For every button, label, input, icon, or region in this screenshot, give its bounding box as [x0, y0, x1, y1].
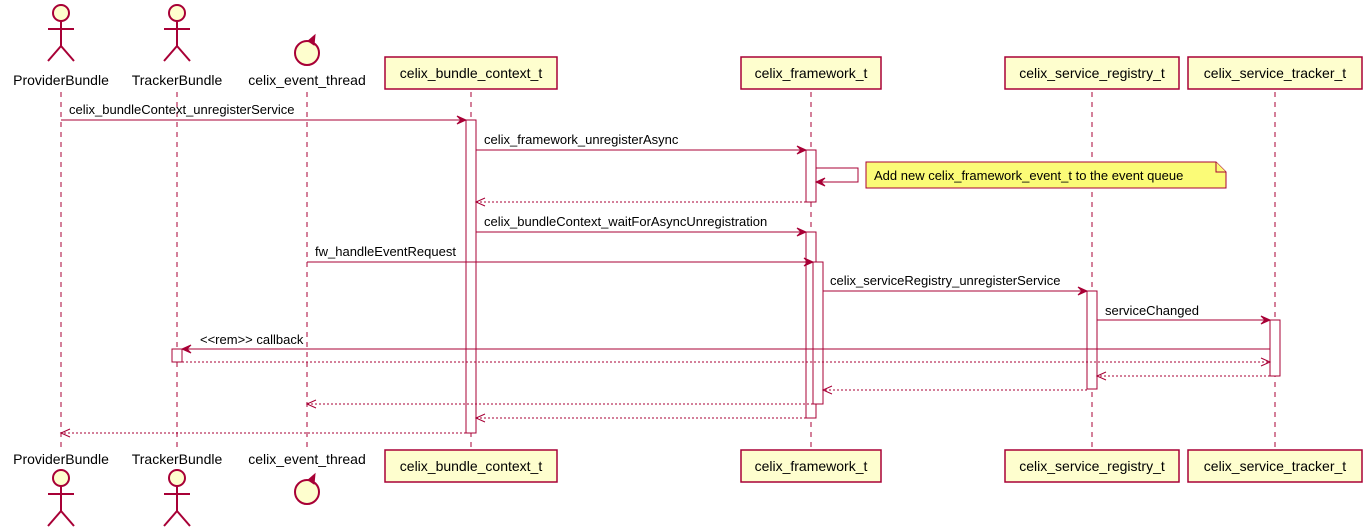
- control-icon: [294, 33, 320, 66]
- participant-box: [1187, 56, 1363, 90]
- return-message-12: [305, 399, 813, 409]
- return-message-10: [1095, 371, 1270, 381]
- participant-event_thread-top: celix_event_thread: [248, 33, 366, 88]
- actor-icon: [163, 4, 191, 62]
- control-icon: [294, 472, 320, 505]
- participant-label: ProviderBundle: [13, 451, 109, 467]
- participant-label: celix_bundle_context_t: [400, 458, 543, 474]
- participant-registry-top: celix_service_registry_t: [1004, 56, 1180, 90]
- actor-icon: [163, 469, 191, 527]
- message-label: celix_framework_unregisterAsync: [484, 132, 679, 147]
- participant-bundle_ctx-bottom: celix_bundle_context_t: [384, 449, 558, 483]
- participant-box: [1187, 449, 1363, 483]
- message-8: <<rem>> callback: [180, 332, 1270, 354]
- activation-bar: [171, 348, 183, 363]
- messages: celix_bundleContext_unregisterServicecel…: [59, 102, 1272, 438]
- message-label: fw_handleEventRequest: [315, 244, 456, 259]
- note: Add new celix_framework_event_t to the e…: [865, 161, 1227, 189]
- message-5: fw_handleEventRequest: [307, 244, 815, 267]
- actor-icon: [47, 4, 75, 62]
- participant-svc_tracker-bottom: celix_service_tracker_t: [1187, 449, 1363, 483]
- participant-box: [740, 56, 882, 90]
- participant-tracker-bottom: TrackerBundle: [132, 451, 223, 527]
- return-message-9: [182, 357, 1272, 367]
- participant-label: TrackerBundle: [132, 451, 223, 467]
- participant-label: ProviderBundle: [13, 72, 109, 88]
- participant-box: [384, 449, 558, 483]
- activation-bar: [1269, 319, 1281, 377]
- activation-bar: [805, 149, 817, 203]
- participant-event_thread-bottom: celix_event_thread: [248, 451, 366, 505]
- participant-label: celix_service_tracker_t: [1204, 458, 1346, 474]
- participant-label: celix_service_tracker_t: [1204, 65, 1346, 81]
- message-label: celix_serviceRegistry_unregisterService: [830, 273, 1060, 288]
- note-box: [865, 161, 1227, 189]
- message-6: celix_serviceRegistry_unregisterService: [823, 273, 1089, 296]
- activation-bars: [171, 119, 1281, 434]
- participant-heads-top: ProviderBundle TrackerBundle celix_event_t…: [13, 4, 1363, 90]
- participant-tracker-top: TrackerBundle: [132, 4, 223, 88]
- message-1: celix_framework_unregisterAsync: [476, 132, 808, 155]
- participant-svc_tracker-top: celix_service_tracker_t: [1187, 56, 1363, 90]
- participant-provider-bottom: ProviderBundle: [13, 451, 109, 527]
- participant-label: celix_event_thread: [248, 72, 366, 88]
- return-message-11: [821, 385, 1087, 395]
- message-4: celix_bundleContext_waitForAsyncUnregist…: [476, 214, 808, 237]
- participant-framework-bottom: celix_framework_t: [740, 449, 882, 483]
- participant-label: celix_event_thread: [248, 451, 366, 467]
- return-message-14: [59, 428, 466, 438]
- return-message-3: [474, 197, 806, 207]
- participant-label: celix_framework_t: [755, 65, 868, 81]
- participant-box: [740, 449, 882, 483]
- message-label: celix_bundleContext_waitForAsyncUnregist…: [484, 214, 767, 229]
- message-7: serviceChanged: [1097, 303, 1272, 325]
- participant-box: [1004, 449, 1180, 483]
- participant-bundle_ctx-top: celix_bundle_context_t: [384, 56, 558, 90]
- participant-box: [1004, 56, 1180, 90]
- activation-bar: [1086, 290, 1098, 390]
- message-0: celix_bundleContext_unregisterService: [61, 102, 468, 125]
- return-message-13: [474, 413, 806, 423]
- participant-label: celix_framework_t: [755, 458, 868, 474]
- participant-framework-top: celix_framework_t: [740, 56, 882, 90]
- participant-box: [384, 56, 558, 90]
- participant-registry-bottom: celix_service_registry_t: [1004, 449, 1180, 483]
- participant-label: celix_bundle_context_t: [400, 65, 543, 81]
- message-label: celix_bundleContext_unregisterService: [69, 102, 294, 117]
- participant-label: celix_service_registry_t: [1019, 458, 1165, 474]
- actor-icon: [47, 469, 75, 527]
- note-fold: [1215, 162, 1226, 173]
- message-label: serviceChanged: [1105, 303, 1199, 318]
- activation-bar: [812, 261, 824, 405]
- participant-provider-top: ProviderBundle: [13, 4, 109, 88]
- message-2: [814, 167, 859, 187]
- participant-label: TrackerBundle: [132, 72, 223, 88]
- message-label: <<rem>> callback: [200, 332, 304, 347]
- participant-label: celix_service_registry_t: [1019, 65, 1165, 81]
- note-text: Add new celix_framework_event_t to the e…: [874, 168, 1183, 183]
- activation-bar: [465, 119, 477, 434]
- participant-heads-bottom: ProviderBundle TrackerBundle celix_event_t…: [13, 449, 1363, 527]
